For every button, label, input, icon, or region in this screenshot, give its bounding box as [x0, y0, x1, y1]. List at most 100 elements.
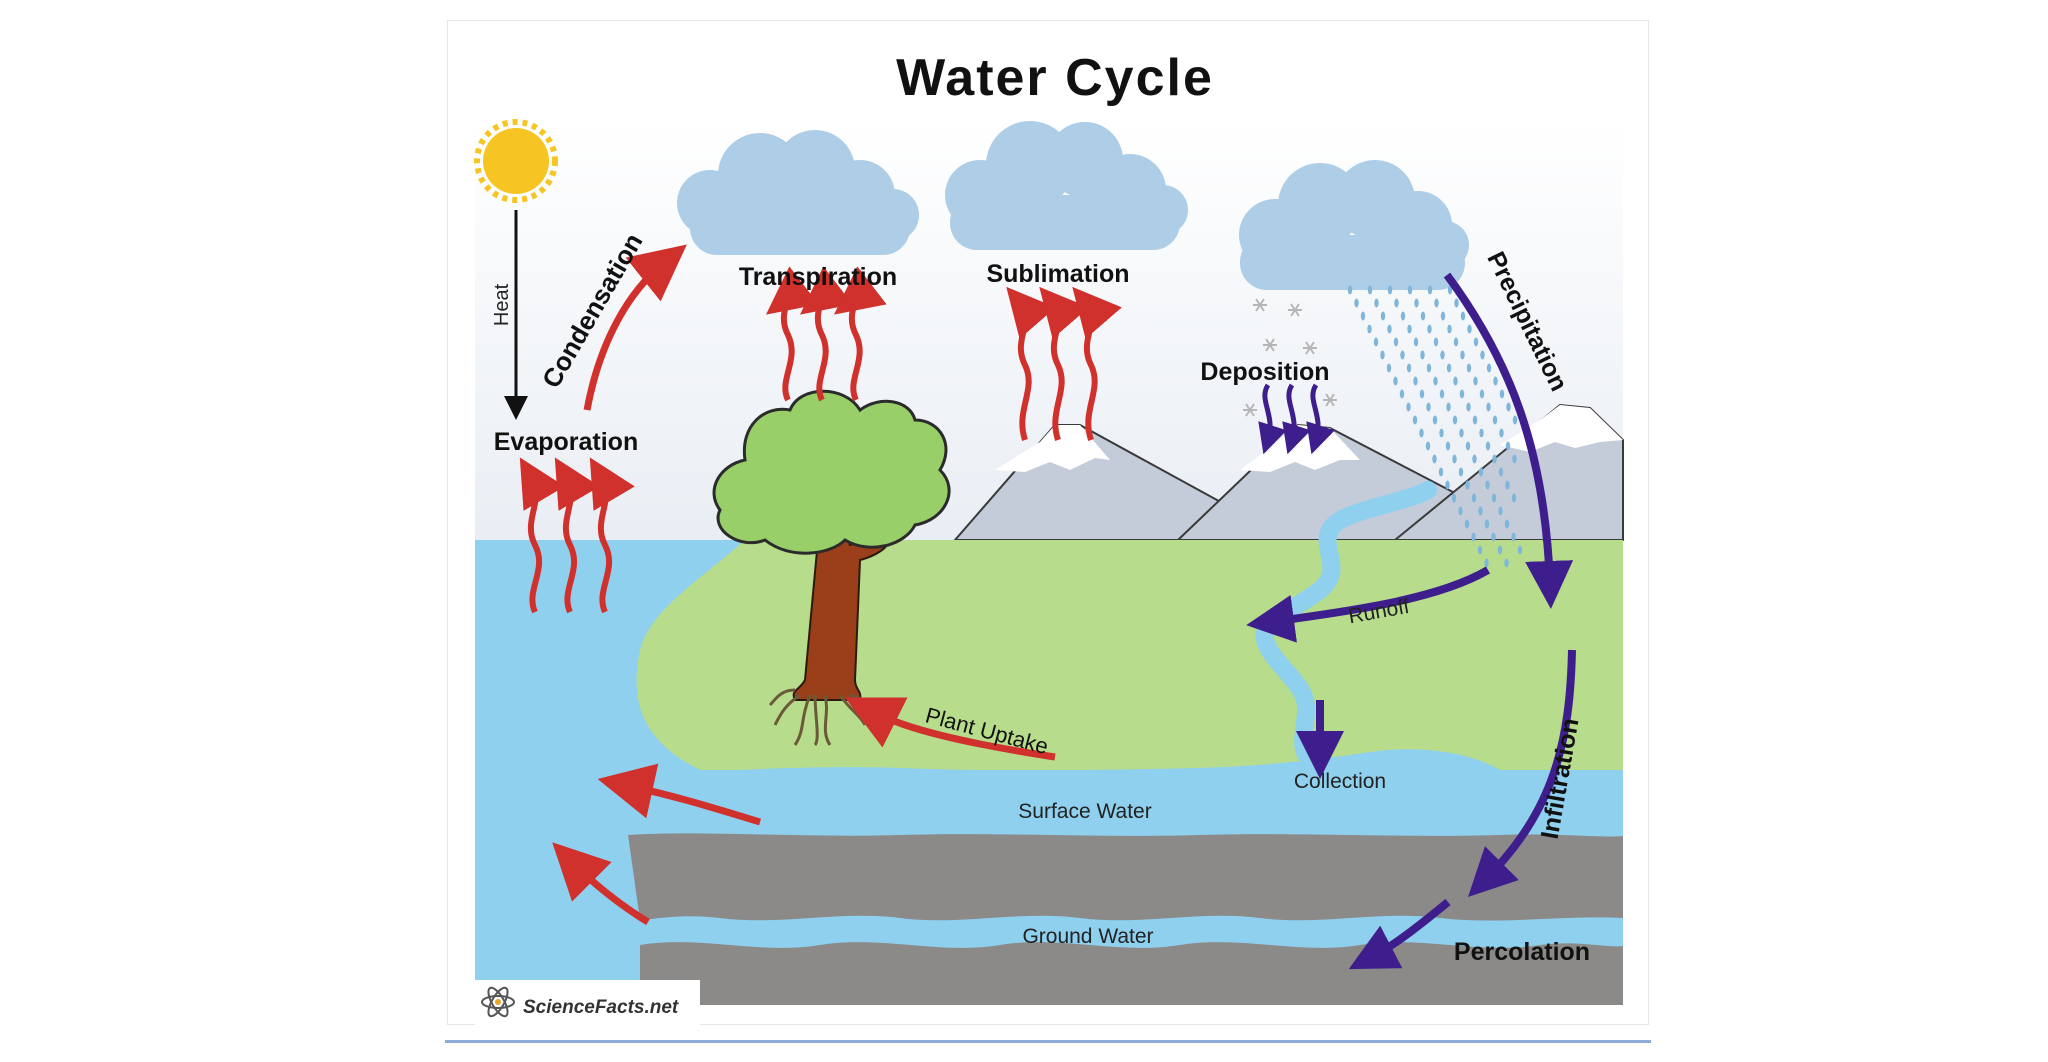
ground-return-arrow [552, 842, 650, 925]
rain-drop [1486, 402, 1491, 412]
evaporation-arrows [519, 457, 635, 614]
sublimation-arrows [1006, 286, 1122, 441]
rain-drop [1452, 415, 1458, 425]
rain-drop [1427, 285, 1433, 295]
rain-drop [1445, 441, 1451, 451]
rain-drop [1512, 415, 1518, 425]
rain-drop [1485, 480, 1490, 490]
rain-drop [1471, 532, 1476, 542]
evaporation-label: Evaporation [494, 428, 638, 456]
rain-drop [1505, 480, 1510, 490]
collection-label: Collection [1294, 770, 1386, 793]
rain-drop [1498, 506, 1503, 516]
rain-drop [1499, 389, 1505, 399]
rain-drop [1484, 519, 1490, 529]
rain-drop [1454, 298, 1459, 308]
rain-drop [1426, 363, 1432, 373]
rain-drop [1511, 532, 1516, 542]
rain-drop [1374, 298, 1379, 308]
rain-drop [1399, 389, 1405, 399]
rain-drop [1498, 467, 1504, 477]
rain-drop [1479, 389, 1485, 399]
cloud-sublimation [945, 121, 1188, 250]
rain-drop [1517, 545, 1523, 555]
rain-drop [1505, 441, 1511, 451]
rain-drop [1367, 285, 1373, 295]
rain-drop [1440, 350, 1445, 360]
rain-drop [1407, 285, 1413, 295]
rain-drop [1440, 311, 1446, 321]
cloud-transpiration [677, 130, 919, 255]
atom-logo-icon [481, 986, 515, 1018]
rain-drop [1499, 428, 1504, 438]
percolation-arrow [1348, 898, 1451, 970]
rain-drop [1491, 532, 1496, 542]
rain-drop [1492, 454, 1497, 464]
rain-drop [1407, 324, 1412, 334]
rain [1347, 285, 1523, 568]
rain-drop [1473, 376, 1478, 386]
diagram-frame [447, 20, 1649, 1025]
percolation-label: Percolation [1454, 938, 1590, 966]
rain-drop [1453, 376, 1458, 386]
rock-layer-upper [628, 833, 1623, 921]
rain-drop [1493, 376, 1498, 386]
rain-drop [1497, 545, 1503, 555]
heat-label: Heat [491, 283, 513, 326]
rain-drop [1473, 337, 1479, 347]
rain-drop [1492, 415, 1498, 425]
rain-drop [1459, 428, 1464, 438]
rain-drop [1393, 337, 1399, 347]
rain-drop [1432, 415, 1438, 425]
rain-drop [1479, 428, 1484, 438]
ground-water-label: Ground Water [1022, 925, 1153, 948]
rain-drop [1504, 558, 1509, 568]
rain-drop [1471, 493, 1477, 503]
rain-drop [1480, 350, 1485, 360]
sublimation-label: Sublimation [986, 260, 1129, 288]
rain-drop [1447, 285, 1453, 295]
rain-drop [1472, 454, 1477, 464]
rain-drop [1427, 324, 1432, 334]
rain-drop [1466, 363, 1472, 373]
rain-drop [1439, 428, 1444, 438]
surface-water-label: Surface Water [1018, 800, 1151, 823]
rain-drop [1438, 467, 1444, 477]
rain-drop [1467, 324, 1472, 334]
rain-drop [1387, 324, 1392, 334]
rain-drop [1446, 363, 1452, 373]
cloud-precipitation [1239, 160, 1469, 290]
rain-drop [1420, 350, 1425, 360]
rain-drop [1451, 493, 1457, 503]
sun-icon [474, 119, 558, 203]
rain-drop [1354, 298, 1359, 308]
rain-drop [1439, 389, 1445, 399]
infiltration-arrow [1468, 649, 1576, 897]
logo-box [475, 980, 700, 1025]
rain-drop [1419, 389, 1425, 399]
rain-drop [1485, 441, 1491, 451]
rain-drop [1511, 493, 1517, 503]
deposition-label: Deposition [1200, 358, 1329, 386]
rain-drop [1394, 298, 1399, 308]
rain-drop [1400, 350, 1405, 360]
rain-drop [1433, 337, 1439, 347]
rain-drop [1478, 506, 1483, 516]
rain-drop [1419, 428, 1424, 438]
rain-drop [1414, 298, 1419, 308]
precipitation-arrow [1443, 272, 1574, 609]
tree-icon [712, 389, 951, 747]
rain-drop [1406, 402, 1411, 412]
rain-drop [1465, 480, 1470, 490]
surface-water [610, 749, 1509, 845]
rain-drop [1367, 324, 1372, 334]
rain-drop [1426, 402, 1431, 412]
rain-drop [1465, 441, 1471, 451]
rain-drop [1347, 285, 1353, 295]
rain-drop [1447, 324, 1452, 334]
surface-return-arrow [597, 763, 762, 826]
rain-drop [1459, 389, 1465, 399]
rain-drop [1432, 454, 1437, 464]
rain-drop [1406, 363, 1412, 373]
